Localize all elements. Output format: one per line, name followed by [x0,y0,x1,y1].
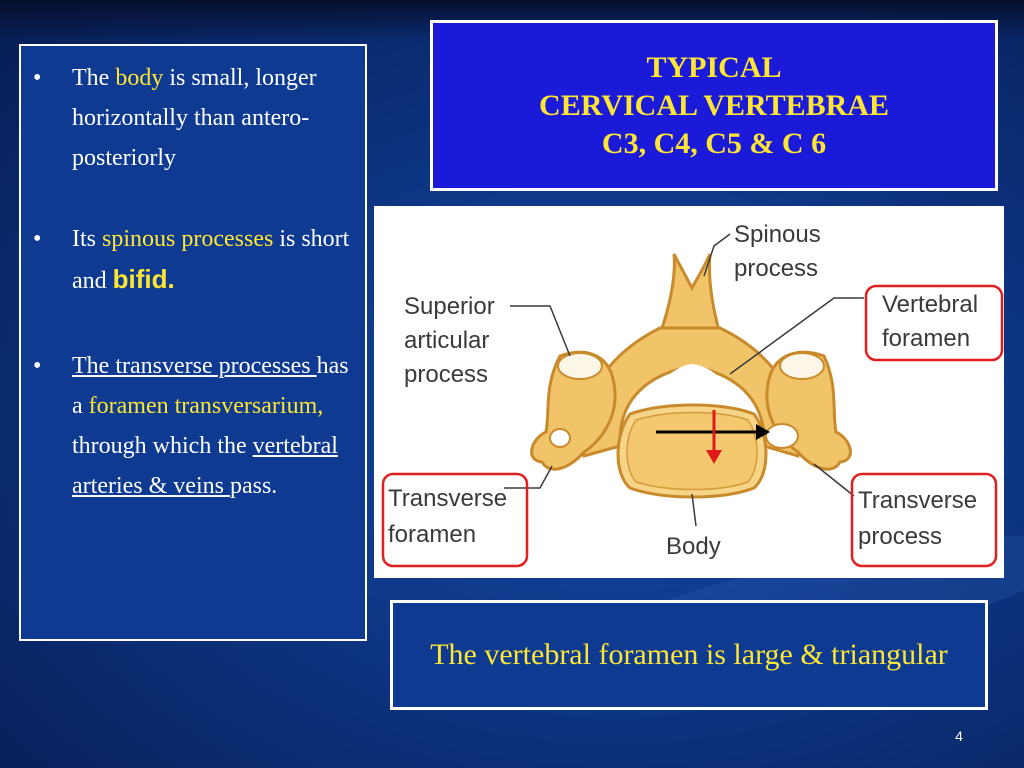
underlined-transverse-processes: The transverse processes [72,353,317,379]
slide-title-box: TYPICAL CERVICAL VERTEBRAE C3, C4, C5 & … [430,20,998,191]
bullet-text: through which the [72,433,253,459]
vertical-arrow-head [706,450,722,464]
bullet-text: pass. [229,473,278,499]
bullet-marker: • [33,353,42,379]
leader-spinous [703,233,731,277]
leader-transverse-foramen [504,465,553,489]
bullet-marker: • [33,65,42,91]
vertebra-illustration: Spinous process Superior articular proce… [381,221,1004,568]
label-vertebral-1: Vertebral [882,291,978,318]
caption-box: The vertebral foramen is large & triangu… [390,600,988,710]
title-line-1: TYPICAL [646,50,782,84]
bullet-marker: • [33,226,42,252]
bullet-list-box: • The body is small, longer horizontally… [19,44,367,641]
page-number: 4 [955,728,963,744]
bullet-text: Its [72,226,102,252]
highlight-box-transverse-foramen [381,472,529,568]
highlight-bifid: bifid. [112,264,175,294]
bullet-text: is short and [72,226,350,294]
label-transverse-foramen-1: Transverse [388,485,507,512]
vertebral-body-top [626,411,758,491]
left-transverse-foramen-hole [549,428,571,448]
label-transverse-process-1: Transverse [858,487,977,514]
title-line-3: C3, C4, C5 & C 6 [601,126,827,160]
leader-vertebral-foramen [729,297,864,375]
highlight-body: body [115,65,164,91]
highlight-spinous-processes: spinous processes [102,226,274,252]
label-superior-3: process [404,361,488,388]
vertebral-foramen-shape [650,364,736,406]
label-transverse-foramen-2: foramen [388,521,476,548]
label-superior-2: articular [404,327,489,354]
label-transverse-process-2: process [858,523,942,550]
label-spinous-1: Spinous [734,221,821,248]
leader-lines [504,233,864,527]
left-facet [557,352,603,380]
right-transverse-foramen-hole [765,423,799,449]
right-facet [779,352,825,380]
bullet-text: The [72,65,116,91]
title-line-2: CERVICAL VERTEBRAE [539,88,889,122]
label-superior-1: Superior [404,293,495,320]
leader-superior [510,305,571,357]
vertebra-bone [530,253,852,499]
label-spinous-2: process [734,255,818,282]
caption-text: The vertebral foramen is large & triangu… [430,638,948,671]
spinous-process-shape [657,253,722,336]
highlight-box-transverse-process [850,472,998,568]
leader-body [691,493,697,527]
bullet-text: is small, longer horizontally than anter… [72,65,317,171]
highlight-box-vertebral-foramen [864,284,1004,362]
label-vertebral-2: foramen [882,325,970,352]
underlined-vertebral-arteries: vertebral arteries & veins [72,433,338,499]
highlight-foramen-transversarium: foramen transversarium, [88,393,324,419]
label-body: Body [666,533,721,560]
bullet-text: has a [72,353,349,419]
horizontal-arrow-head [756,424,770,440]
leader-transverse-process [813,463,855,497]
vertebra-figure: Spinous process Superior articular proce… [374,206,1004,578]
